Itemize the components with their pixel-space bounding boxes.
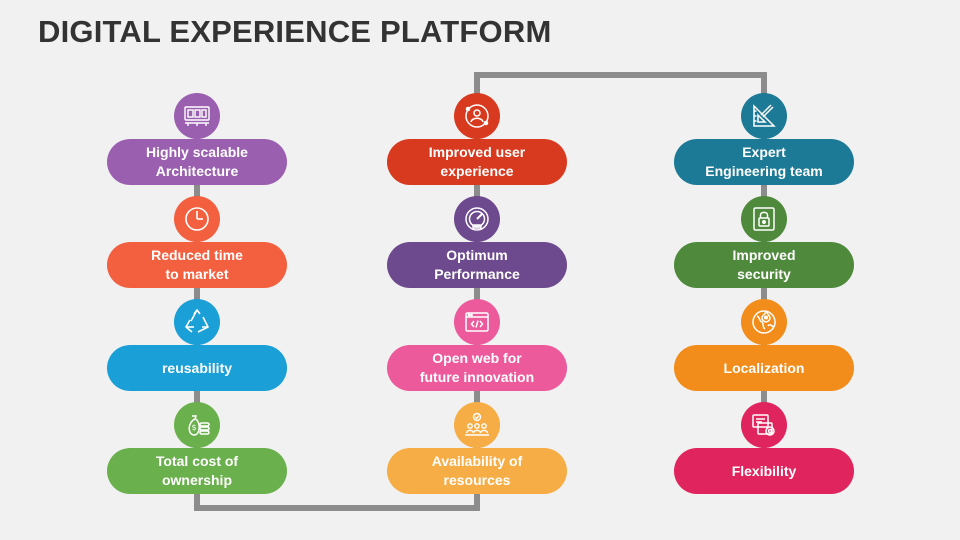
- column-1: Highly scalable Architecture Reduced tim…: [107, 0, 287, 540]
- money-bag-icon: $: [174, 402, 220, 448]
- user-experience-icon: [454, 93, 500, 139]
- benefit-pill-open-web-for-future-innovation: Open web for future innovation: [387, 345, 567, 391]
- benefit-pill-total-cost-of-ownership: Total cost of ownership: [107, 448, 287, 494]
- benefit-pill-reduced-time-to-market: Reduced time to market: [107, 242, 287, 288]
- clock-icon: [174, 196, 220, 242]
- benefit-pill-reusability: reusability: [107, 345, 287, 391]
- benefit-pill-localization: Localization: [674, 345, 854, 391]
- benefit-pill-improved-user-experience: Improved user experience: [387, 139, 567, 185]
- benefit-pill-flexibility: Flexibility: [674, 448, 854, 494]
- lock-icon: [741, 196, 787, 242]
- benefit-pill-highly-scalable-architecture: Highly scalable Architecture: [107, 139, 287, 185]
- flexibility-settings-icon: [741, 402, 787, 448]
- speedometer-icon: [454, 196, 500, 242]
- svg-text:$: $: [192, 423, 197, 432]
- globe-location-icon: [741, 299, 787, 345]
- column-2: Improved user experience Optimum Perform…: [387, 0, 567, 540]
- architecture-icon: [174, 93, 220, 139]
- page-title: DIGITAL EXPERIENCE PLATFORM: [38, 14, 552, 49]
- team-resources-icon: [454, 402, 500, 448]
- benefit-pill-optimum-performance: Optimum Performance: [387, 242, 567, 288]
- benefit-pill-improved-security: Improved security: [674, 242, 854, 288]
- benefit-pill-availability-of-resources: Availability of resources: [387, 448, 567, 494]
- engineering-tools-icon: [741, 93, 787, 139]
- recycle-icon: [174, 299, 220, 345]
- code-window-icon: [454, 299, 500, 345]
- bottom-link: [194, 480, 480, 511]
- column-3: Expert Engineering team Improved securit…: [674, 0, 854, 540]
- benefit-pill-expert-engineering-team: Expert Engineering team: [674, 139, 854, 185]
